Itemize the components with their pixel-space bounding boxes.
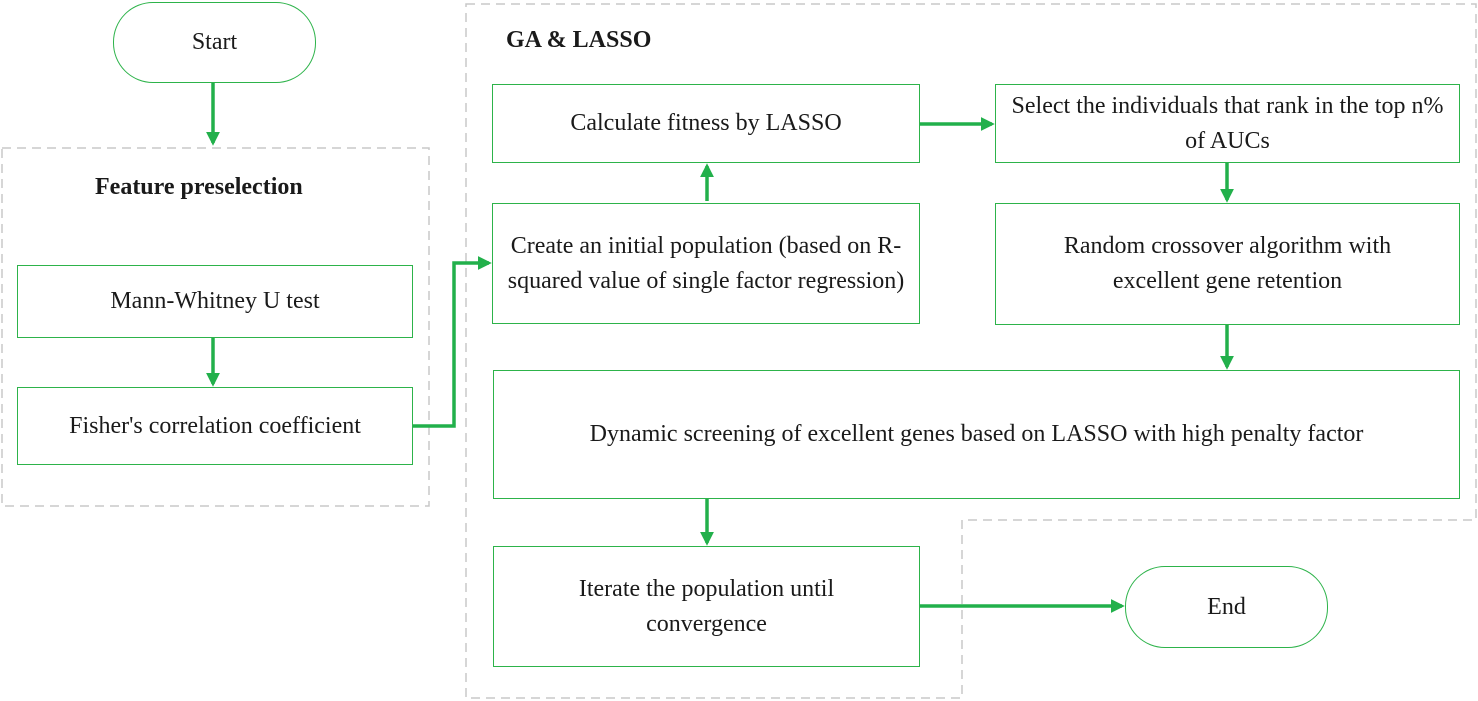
calculate-fitness-node: Calculate fitness by LASSO (492, 84, 920, 163)
random-crossover-node: Random crossover algorithm with excellen… (995, 203, 1460, 325)
fisher-correlation-node: Fisher's correlation coefficient (17, 387, 413, 465)
mann-whitney-node: Mann-Whitney U test (17, 265, 413, 338)
select-individuals-node: Select the individuals that rank in the … (995, 84, 1460, 163)
ga-lasso-title: GA & LASSO (506, 27, 652, 53)
dynamic-screening-node: Dynamic screening of excellent genes bas… (493, 370, 1460, 499)
arrow-fisher-to-population (413, 256, 492, 428)
initial-population-node: Create an initial population (based on R… (492, 203, 920, 324)
iterate-population-node: Iterate the population until convergence (493, 546, 920, 667)
feature-preselection-title: Feature preselection (95, 174, 303, 200)
start-node: Start (113, 2, 316, 83)
ga-lasso-group-outline (465, 3, 1477, 699)
end-node: End (1125, 566, 1328, 648)
feature-preselection-group-outline (1, 147, 430, 507)
